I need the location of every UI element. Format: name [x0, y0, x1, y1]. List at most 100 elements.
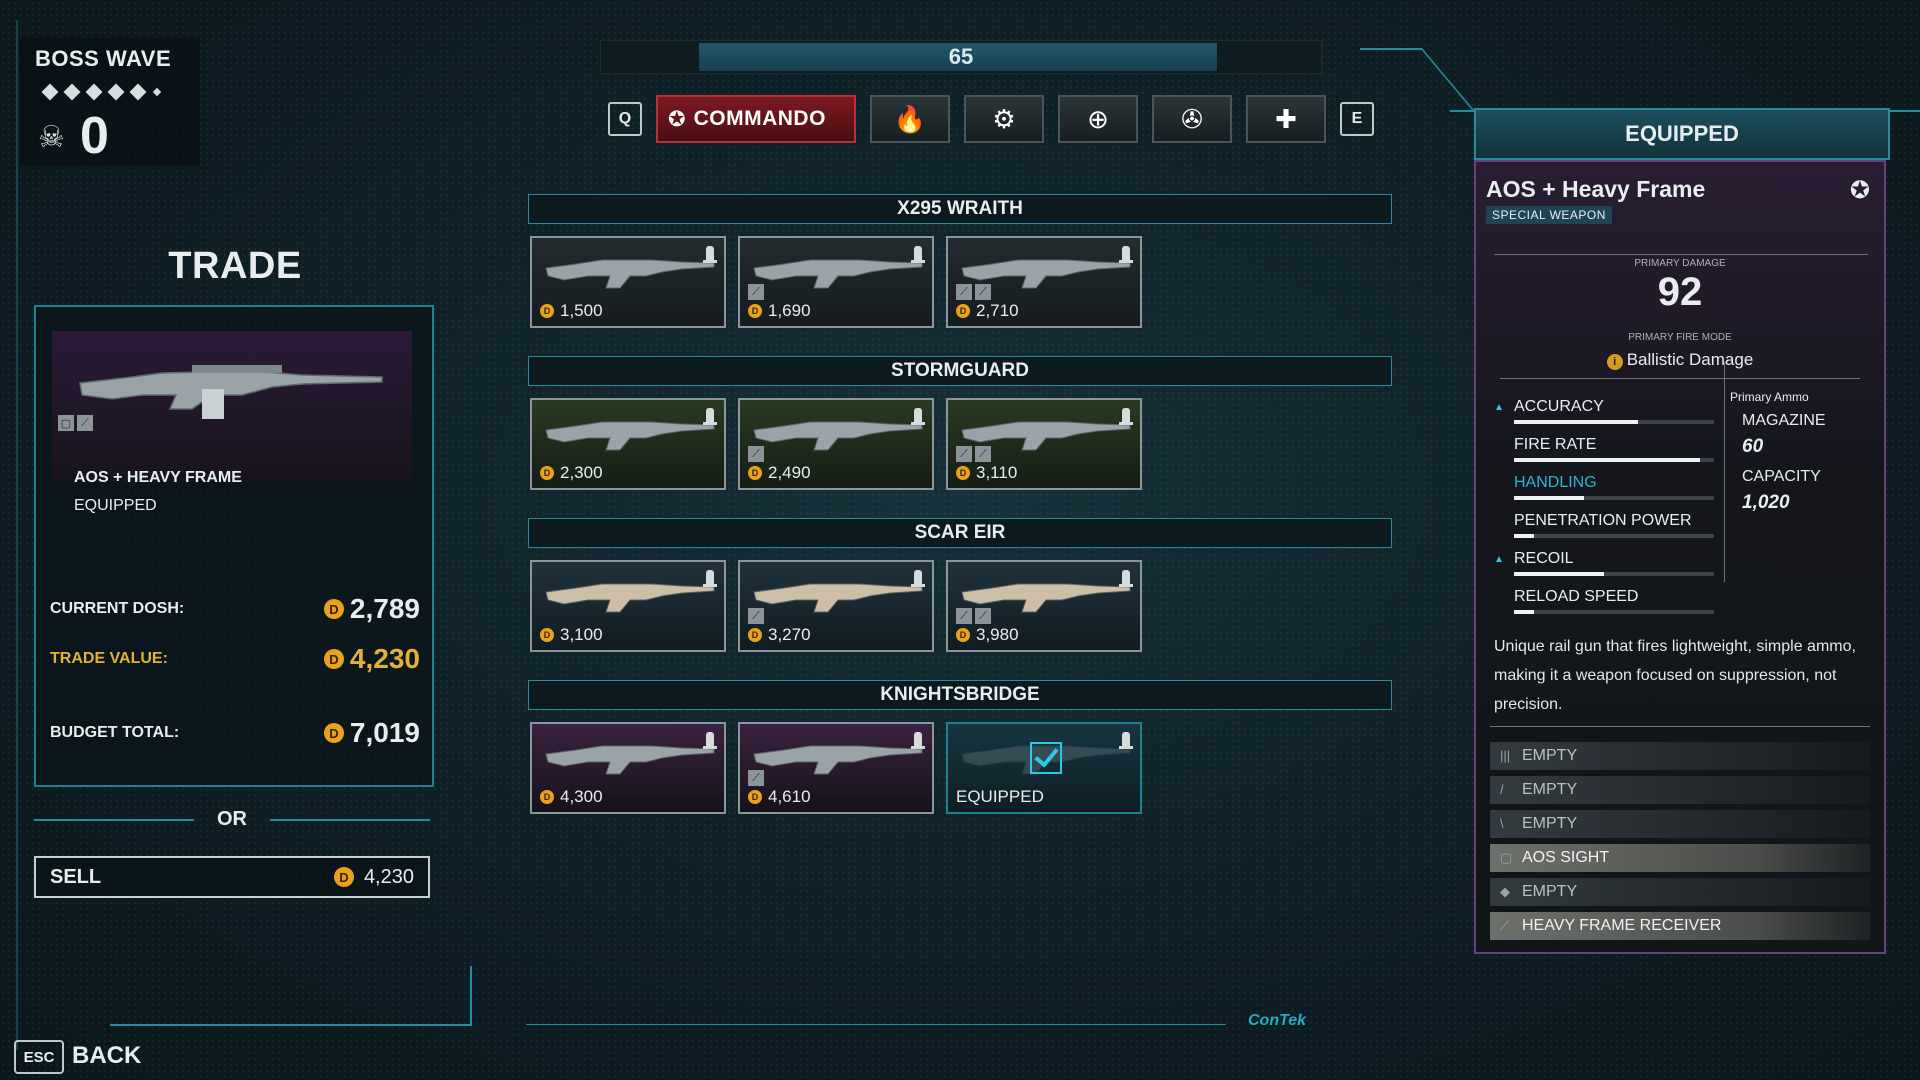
weapon-card-equipped[interactable]: EQUIPPED [946, 722, 1142, 814]
stat-bar [1514, 534, 1714, 538]
stat-bar [1514, 458, 1714, 462]
pin-icon[interactable] [1119, 246, 1133, 263]
attachment-icon: ⟋ [748, 446, 764, 462]
attachment-badges: ⟋⟋ [956, 284, 991, 300]
attachment-icon: ⟋ [956, 608, 972, 624]
perk-commando-button[interactable]: ✪ COMMANDO [656, 95, 856, 143]
perk-firebug-button[interactable]: 🔥 [870, 95, 950, 143]
dosh-icon: D [956, 628, 970, 642]
slot-label: EMPTY [1522, 747, 1578, 764]
pin-icon[interactable] [703, 732, 717, 749]
stat-handling: HANDLING [1514, 474, 1714, 512]
attachment-badges: ⟋ [748, 608, 764, 624]
pin-icon[interactable] [911, 570, 925, 587]
stat-bar [1514, 496, 1714, 500]
attachment-icon: ⟋ [975, 608, 991, 624]
primary-damage-label: PRIMARY DAMAGE [1634, 258, 1726, 269]
attachment-badges: ⟋⟋ [956, 446, 991, 462]
perk-sharpshooter-button[interactable]: ⊕ [1058, 95, 1138, 143]
pin-icon[interactable] [703, 408, 717, 425]
attachment-icon: ⟋ [748, 608, 764, 624]
pin-icon[interactable] [703, 246, 717, 263]
perk-medic-button[interactable]: ✚ [1246, 95, 1326, 143]
pin-icon[interactable] [911, 246, 925, 263]
trade-value-value: 4,230 [349, 643, 420, 674]
card-price: 3,110 [976, 463, 1018, 482]
back-button[interactable]: BACK [72, 1042, 142, 1069]
trade-value-label: TRADE VALUE: [50, 650, 168, 667]
receiver-icon: ⟋ [77, 415, 93, 431]
budget-total-value: 7,019 [349, 717, 420, 748]
attachment-slot[interactable]: ◆EMPTY [1490, 878, 1870, 906]
or-divider: OR [34, 808, 430, 832]
trade-weapon-image: ▢⟋ AOS + HEAVY FRAME EQUIPPED [52, 331, 412, 514]
attachment-slot[interactable]: /EMPTY [1490, 776, 1870, 804]
dosh-icon: D [540, 466, 554, 480]
attachment-slot[interactable]: \EMPTY [1490, 810, 1870, 838]
stat-reload-speed: RELOAD SPEED [1514, 588, 1714, 626]
medic-icon: ✚ [1275, 103, 1297, 134]
trade-weapon-status: EQUIPPED [74, 497, 157, 514]
dosh-icon: D [323, 599, 344, 619]
frame-line [1360, 48, 1422, 50]
weapon-group-header: STORMGUARD [528, 356, 1392, 386]
pin-icon[interactable] [911, 732, 925, 749]
frame-line [110, 1024, 470, 1026]
pin-icon[interactable] [1119, 408, 1133, 425]
rifle-icon [753, 745, 923, 775]
weapon-type-tag: SPECIAL WEAPON [1486, 206, 1612, 224]
attachment-icon: ⟋ [748, 770, 764, 786]
dosh-icon: D [540, 628, 554, 642]
attachment-icon: ⟋ [956, 284, 972, 300]
sight-icon: ▢ [58, 415, 74, 431]
rifle-icon [545, 745, 715, 775]
rifle-icon [545, 583, 715, 613]
attachment-badges: ⟋ [748, 446, 764, 462]
trade-panel: ▢⟋ AOS + HEAVY FRAME EQUIPPED CURRENT DO… [34, 305, 434, 787]
dosh-icon: D [323, 649, 344, 669]
perk-survivalist-button[interactable]: ✇ [1152, 95, 1232, 143]
equipped-panel: AOS + Heavy Frame SPECIAL WEAPON ✪ PRIMA… [1474, 160, 1886, 954]
pin-icon[interactable] [1119, 732, 1133, 749]
card-price: 2,300 [560, 463, 603, 482]
dosh-icon: D [748, 628, 762, 642]
attachment-slot[interactable]: ⟋HEAVY FRAME RECEIVER [1490, 912, 1870, 940]
fire-mode-text: Ballistic Damage [1626, 350, 1754, 369]
pin-icon[interactable] [1119, 570, 1133, 587]
weapon-card[interactable]: D 2,300 [530, 398, 726, 490]
rifle-icon [545, 421, 715, 451]
perk-demolitionist-button[interactable]: ⚙ [964, 95, 1044, 143]
sell-value: 4,230 [363, 865, 414, 888]
prev-perk-key[interactable]: Q [608, 102, 642, 136]
rifle-icon [79, 365, 383, 419]
receiver-icon: ⟋ [1500, 918, 1510, 933]
attachment-badges: ⟋ [748, 770, 764, 786]
attachment-badges: ⟋⟋ [956, 608, 991, 624]
or-label: OR [217, 808, 247, 830]
rifle-icon [753, 421, 923, 451]
dosh-icon: D [333, 867, 354, 887]
pin-icon[interactable] [703, 570, 717, 587]
dosh-icon: D [323, 723, 344, 743]
capacity-value: 1,020 [1742, 492, 1790, 513]
rifle-icon [545, 259, 715, 289]
attachment-slot[interactable]: ▢AOS SIGHT [1490, 844, 1870, 872]
esc-key[interactable]: ESC [14, 1040, 64, 1074]
attachment-badges: ▢⟋ [58, 415, 93, 431]
attachment-slot[interactable]: |||EMPTY [1490, 742, 1870, 770]
next-perk-key[interactable]: E [1340, 102, 1374, 136]
dosh-icon: D [540, 304, 554, 318]
pin-icon[interactable] [911, 408, 925, 425]
